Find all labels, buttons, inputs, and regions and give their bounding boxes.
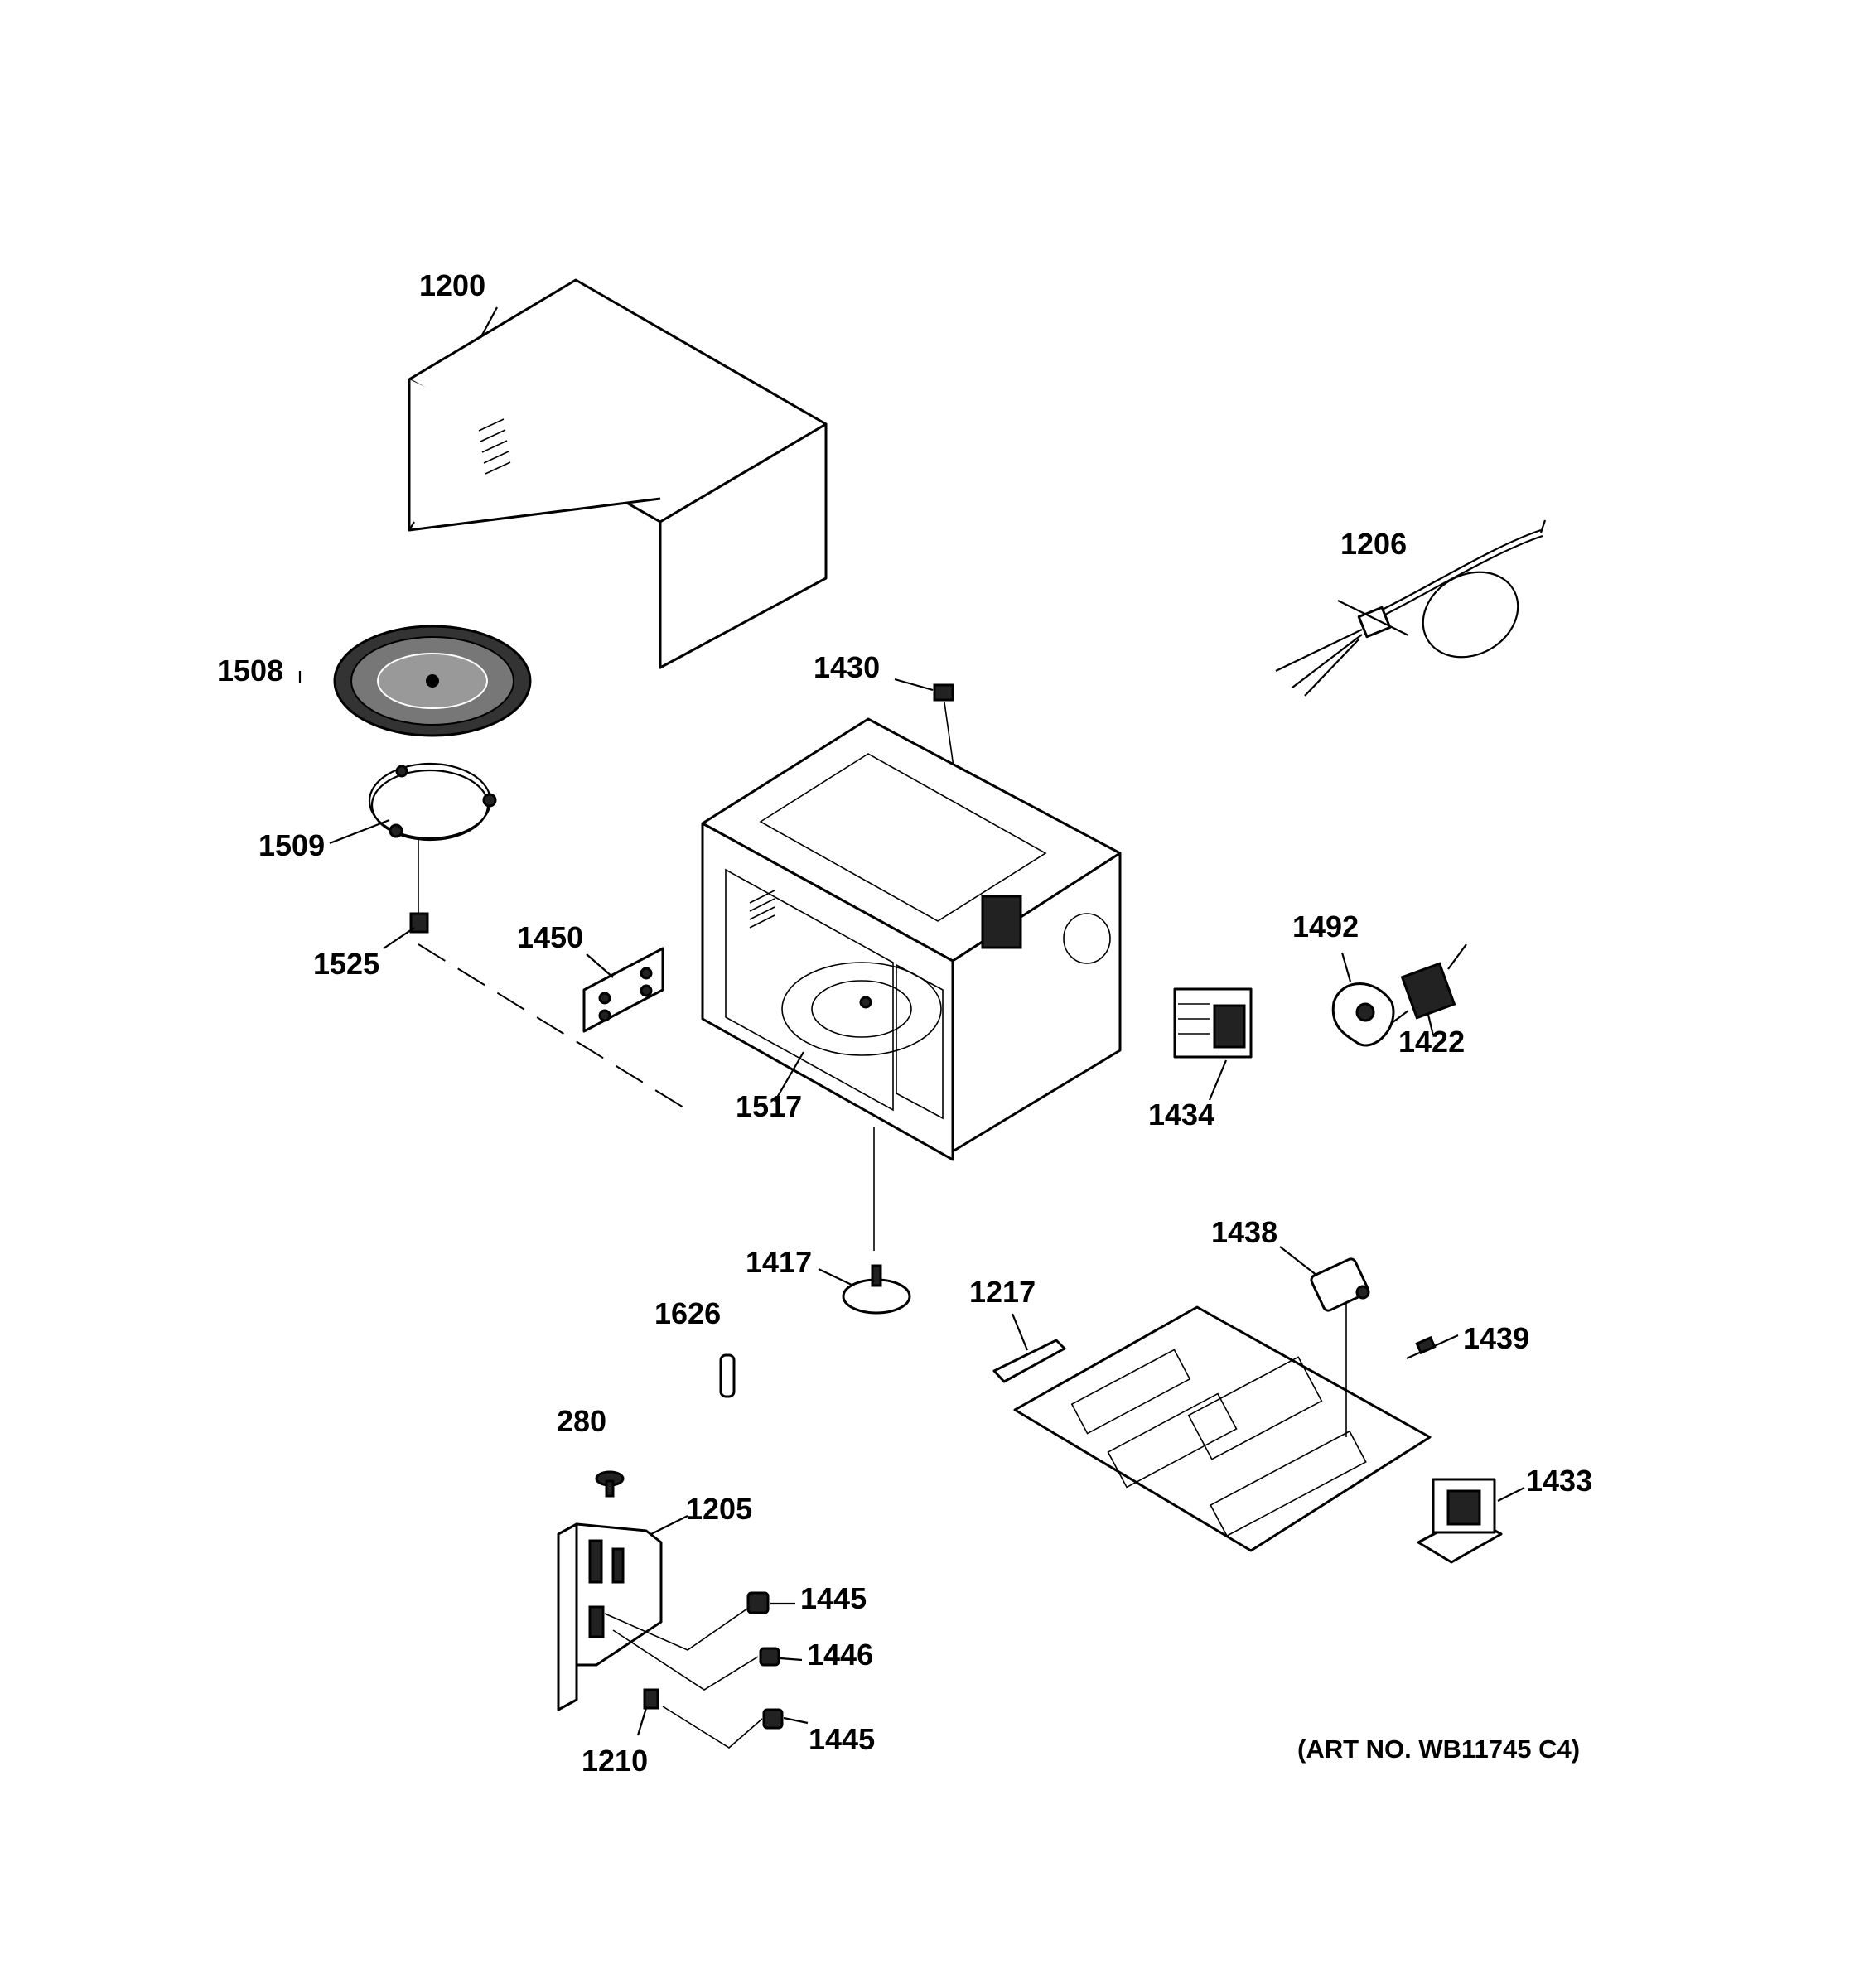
label-1417: 1417 (746, 1245, 812, 1279)
label-1434: 1434 (1148, 1098, 1214, 1132)
label-1445-upper: 1445 (800, 1581, 867, 1615)
transformer-1433 (1417, 1478, 1525, 1564)
cover-plate-1450 (582, 947, 664, 1033)
part-labels: 1200 1206 1508 1509 1525 1430 1450 1517 … (217, 268, 1592, 1778)
latch-board-1205 (557, 1515, 688, 1711)
label-1210: 1210 (582, 1744, 648, 1778)
fan-motor-1422 (1391, 943, 1467, 1036)
glass-tray-1508 (298, 625, 532, 737)
monitor-switch-1446 (612, 1629, 803, 1691)
fuse-1626 (719, 1353, 736, 1398)
interlock-switch-1445-lower (662, 1706, 809, 1749)
hinge-switch-1210 (636, 1688, 659, 1736)
cavity-assembly-1517 (701, 717, 1122, 1251)
power-cord-1206 (1275, 519, 1547, 697)
label-1438: 1438 (1211, 1215, 1277, 1249)
diode-1439 (1406, 1334, 1459, 1360)
screw-280 (595, 1470, 625, 1498)
label-1509: 1509 (258, 828, 325, 862)
base-plate (1013, 1292, 1432, 1552)
label-1205: 1205 (686, 1492, 752, 1526)
label-1450: 1450 (517, 920, 583, 954)
interlock-switch-1445-upper (604, 1591, 795, 1651)
turntable-motor-1417 (818, 1264, 911, 1315)
outer-case-1200 (408, 278, 828, 669)
label-1492: 1492 (1292, 910, 1359, 943)
fan-blade-1492 (1331, 952, 1395, 1047)
label-280: 280 (557, 1404, 606, 1438)
bracket-1217 (992, 1313, 1066, 1383)
label-1430: 1430 (814, 650, 880, 684)
label-1439: 1439 (1463, 1321, 1529, 1355)
label-1517: 1517 (736, 1089, 802, 1123)
label-1626: 1626 (654, 1296, 721, 1330)
magnetron-1434 (1173, 987, 1253, 1101)
label-1422: 1422 (1398, 1025, 1465, 1059)
art-number: (ART NO. WB11745 C4) (1297, 1735, 1580, 1764)
label-1217: 1217 (969, 1275, 1036, 1309)
coupler-1525 (383, 839, 688, 1111)
label-1525: 1525 (313, 947, 379, 981)
label-1433: 1433 (1526, 1464, 1592, 1498)
label-1206: 1206 (1340, 527, 1407, 561)
label-1200: 1200 (419, 268, 485, 302)
label-1446: 1446 (807, 1638, 873, 1672)
roller-ring-1509 (329, 762, 497, 845)
capacitor-1438 (1279, 1246, 1370, 1312)
label-1445-lower: 1445 (809, 1722, 875, 1756)
label-1508: 1508 (217, 654, 283, 688)
